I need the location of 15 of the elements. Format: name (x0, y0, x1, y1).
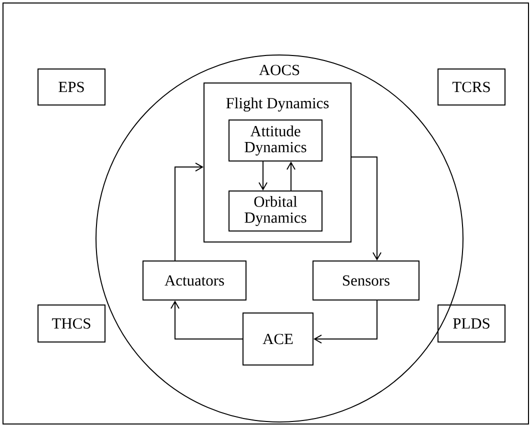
process-box: Orbital Dynamics (228, 190, 322, 232)
arrow (351, 156, 382, 260)
process-box: Actuators (142, 260, 246, 300)
process-box: PLDS (438, 304, 506, 342)
arrow (314, 300, 378, 344)
process-box: TCRS (438, 68, 506, 106)
process-box: Attitude Dynamics (228, 120, 322, 162)
arrow (170, 300, 243, 340)
process-box: THCS (38, 304, 106, 342)
process-box: Sensors (312, 260, 420, 300)
process-box: ACE (242, 312, 314, 366)
arrow (258, 161, 268, 190)
arrow (174, 162, 204, 261)
arrow (286, 162, 296, 191)
process-box: EPS (38, 68, 106, 106)
